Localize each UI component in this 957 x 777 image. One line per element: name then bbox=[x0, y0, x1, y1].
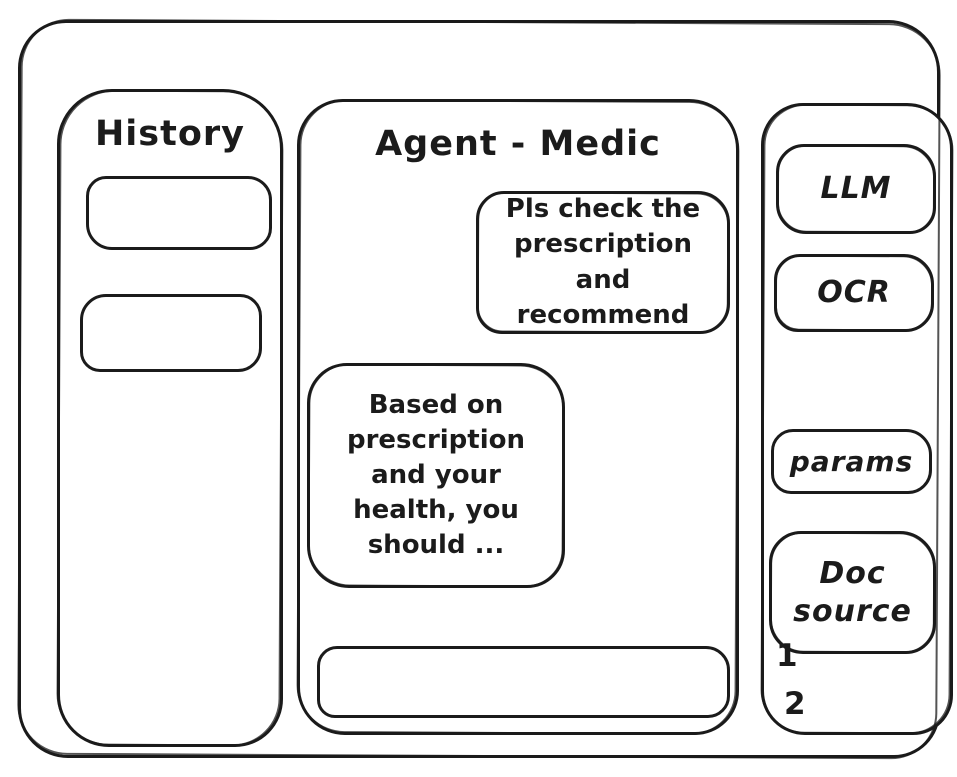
params-button-label: params bbox=[789, 445, 914, 478]
history-item[interactable] bbox=[80, 294, 262, 372]
llm-button[interactable]: LLM bbox=[776, 144, 936, 234]
doc-source-item-1[interactable]: 1 bbox=[776, 638, 798, 674]
tools-panel: LLM OCR params Doc source 1 2 bbox=[761, 103, 953, 735]
doc-source-button[interactable]: Doc source bbox=[769, 531, 936, 654]
chat-title: Agent - Medic bbox=[375, 124, 661, 164]
history-panel: History bbox=[57, 89, 283, 747]
chat-panel: Agent - Medic Pls check the prescription… bbox=[297, 99, 739, 735]
app-frame: History Agent - Medic Pls check the pres… bbox=[18, 20, 953, 758]
chat-input[interactable] bbox=[317, 646, 730, 718]
history-title: History bbox=[95, 114, 245, 154]
message-bubble-user: Pls check the prescription and recommend bbox=[476, 191, 730, 334]
params-button[interactable]: params bbox=[771, 429, 932, 494]
ocr-button-label: OCR bbox=[817, 275, 891, 311]
doc-source-button-label: Doc source bbox=[793, 556, 912, 629]
message-text: Based on prescription and your health, y… bbox=[346, 389, 525, 561]
history-item[interactable] bbox=[86, 176, 272, 250]
doc-source-item-2[interactable]: 2 bbox=[784, 686, 806, 722]
llm-button-label: LLM bbox=[820, 171, 892, 207]
ocr-button[interactable]: OCR bbox=[774, 254, 934, 332]
message-text: Pls check the prescription and recommend bbox=[505, 194, 701, 330]
message-bubble-agent: Based on prescription and your health, y… bbox=[307, 363, 565, 588]
